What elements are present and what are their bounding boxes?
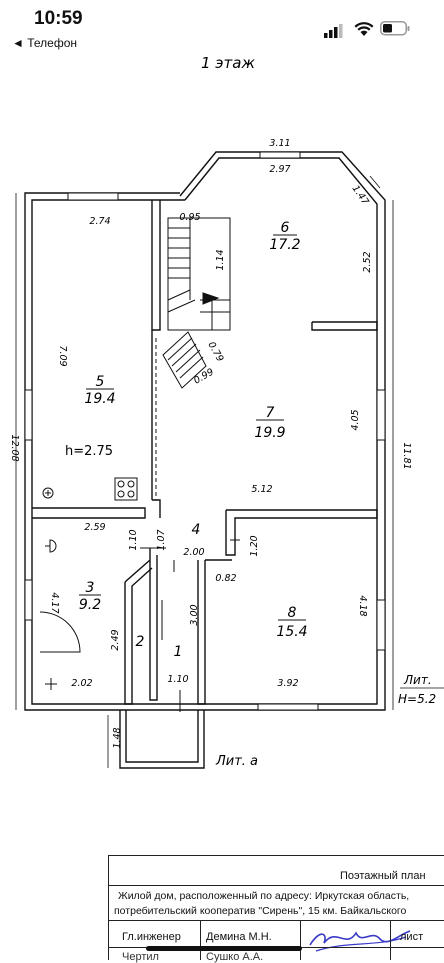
floor-title: 1 этаж	[201, 54, 255, 72]
dim-12-08: 12.08	[9, 434, 20, 461]
room-7-number: 7	[266, 405, 275, 421]
room-6-area: 17.2	[269, 237, 300, 253]
role-drafted-by: Чертил	[122, 951, 159, 963]
room-1-number: 1	[174, 644, 183, 660]
sheet-label: лист	[400, 931, 424, 943]
dim-7-09: 7.09	[57, 345, 68, 366]
dim-3-92: 3.92	[277, 678, 298, 689]
room-2-number: 2	[136, 634, 145, 650]
dim-4-05: 4.05	[350, 409, 361, 430]
dim-2-49: 2.49	[110, 629, 121, 650]
outer-walls	[24, 151, 386, 769]
dim-0-95: 0.95	[179, 212, 200, 223]
dimension-labels: 3.11 2.97 1.47 2.74 0.95 1.14 2.52 7.09 …	[9, 138, 412, 749]
ceiling-height-note: h=2.75	[65, 444, 113, 459]
room-6-number: 6	[281, 220, 290, 236]
battery-icon	[380, 21, 410, 36]
room-3-area: 9.2	[79, 597, 101, 613]
dim-4-17: 4.17	[49, 592, 60, 613]
dim-0-99: 0.99	[192, 366, 216, 386]
dim-1-47: 1.47	[350, 183, 371, 207]
dim-0-82: 0.82	[215, 573, 236, 584]
dim-2-02: 2.02	[71, 678, 92, 689]
dim-2-52: 2.52	[362, 251, 373, 272]
title-block-heading: Поэтажный план	[340, 870, 426, 882]
role-chief-engineer: Гл.инженер	[122, 931, 181, 943]
back-to-app-link[interactable]: ◄ Телефон	[12, 36, 77, 50]
room-5-number: 5	[96, 374, 105, 390]
dim-1-07: 1.07	[156, 529, 167, 550]
status-time: 10:59	[34, 8, 83, 29]
stairs	[167, 217, 231, 331]
room-8-area: 15.4	[276, 624, 307, 640]
dim-2-97: 2.97	[269, 164, 290, 175]
room-labels: 6 17.2 5 19.4 7 19.9 3 9.2 8 15.4 4 2 1	[79, 220, 308, 660]
room-8-number: 8	[288, 605, 297, 621]
cellular-signal-icon	[324, 24, 343, 38]
room-4-number: 4	[192, 522, 201, 538]
interior-walls	[32, 200, 378, 705]
dim-3-00: 3.00	[189, 604, 200, 625]
drafter-name: Сушко А.А.	[206, 951, 264, 963]
title-block: Поэтажный план Жилой дом, расположенный …	[108, 855, 444, 963]
room-5-area: 19.4	[84, 391, 115, 407]
dim-1-48: 1.48	[112, 727, 123, 748]
height-main-label: H=5.2	[398, 692, 436, 706]
home-indicator[interactable]	[146, 946, 302, 951]
address-line-1: Жилой дом, расположенный по адресу: Ирку…	[118, 890, 410, 902]
dim-0-79: 0.79	[205, 340, 225, 364]
room-7-area: 19.9	[254, 425, 285, 441]
dim-2-74: 2.74	[89, 216, 110, 227]
lit-main-label: Лит.	[403, 673, 432, 687]
dim-11-81: 11.81	[401, 442, 412, 469]
status-bar: 10:59 ◄ Телефон	[0, 0, 444, 56]
room-3-number: 3	[86, 580, 95, 596]
dim-5-12: 5.12	[251, 484, 272, 495]
dim-3-11: 3.11	[269, 138, 290, 149]
dim-1-10-b: 1.10	[167, 674, 188, 685]
lit-a-label: Лит. а	[215, 754, 258, 769]
dim-1-20: 1.20	[249, 535, 260, 556]
chief-engineer-name: Демина М.Н.	[206, 931, 272, 943]
address-line-2: потребительский кооператив "Сирень", 15 …	[114, 905, 407, 917]
dim-2-59: 2.59	[84, 522, 105, 533]
windows	[24, 151, 386, 711]
dim-4-18: 4.18	[357, 595, 368, 616]
dim-1-10-a: 1.10	[128, 529, 139, 550]
chimney	[162, 331, 207, 389]
doors-and-fixtures	[39, 477, 240, 712]
dimension-lines	[15, 175, 394, 768]
wifi-icon	[354, 22, 374, 36]
dim-1-14: 1.14	[215, 249, 226, 270]
signature-icon	[309, 930, 411, 952]
dim-2-00: 2.00	[183, 547, 204, 558]
